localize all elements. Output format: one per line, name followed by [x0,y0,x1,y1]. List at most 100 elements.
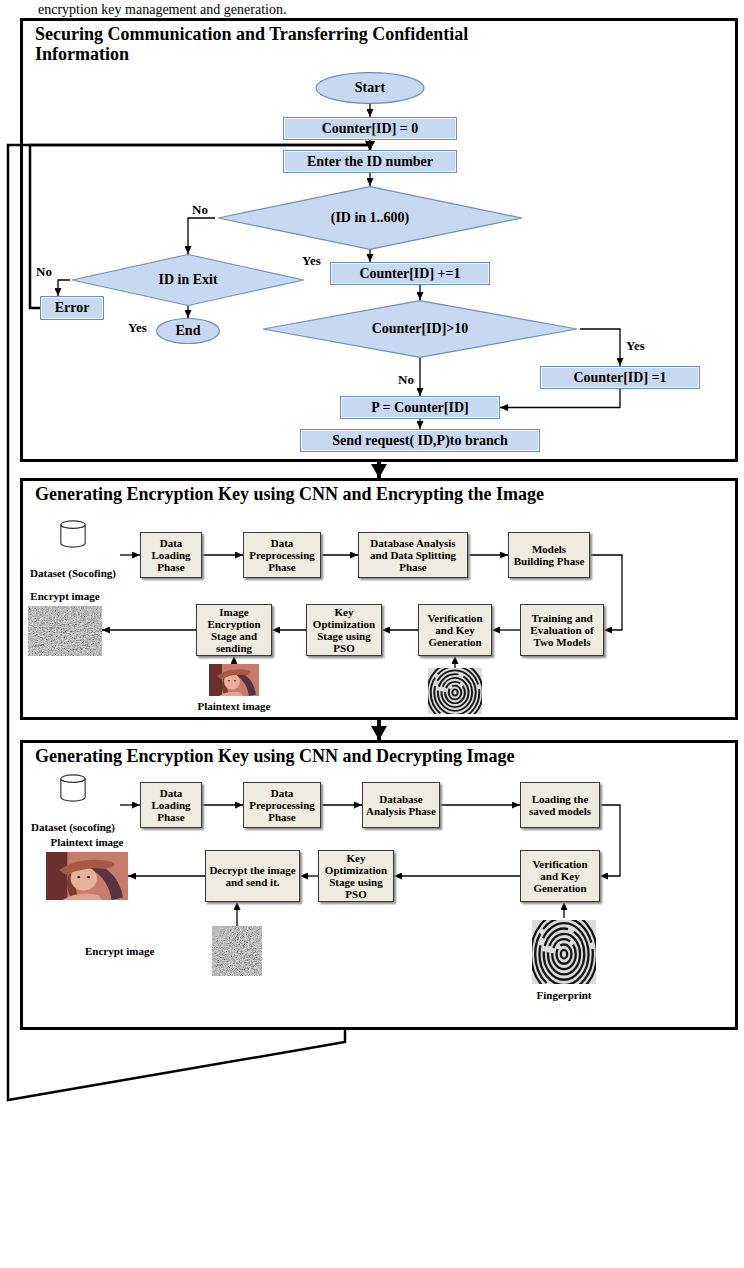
caption-fragment: encryption key management and generation… [38,0,286,18]
process-box: Data Preprocessing Phase [243,782,321,828]
flow-arrow [492,629,520,630]
image-caption: Plaintext image [50,836,123,849]
flow-arrow [128,875,205,876]
box-label: Data Loading Phase [144,537,198,573]
box-label: Loading the saved models [524,793,596,817]
flow-arrow [369,104,370,117]
flow-arrow [419,358,420,396]
decision-diamond: (ID in 1..600) [215,186,525,250]
box-label: Database Analysis and Data Splitting Pha… [362,537,464,573]
box-label: Send request( ID,P)to branch [332,433,508,449]
box-label: Verification and Key Generation [524,858,596,894]
process-box: Enter the ID number [283,150,457,173]
edge-label: No [192,200,208,218]
box-label: Verification and Key Generation [422,612,488,648]
edge-label: Yes [302,251,321,269]
flow-arrow [394,875,520,876]
box-label: Error [55,300,90,316]
flow-arrow [102,629,196,630]
process-box: Data Preprocessing Phase [243,532,321,578]
box-label: Data Preprocessing Phase [247,537,317,573]
edge-label-text: No [192,202,208,217]
encrypted-image [28,606,102,656]
edge-label: Yes [626,336,645,354]
terminal-ellipse: End [156,318,220,344]
flow-arrow [563,902,564,918]
box-label: Training and Evaluation of Two Models [524,612,600,648]
box-label: Counter[ID] =1 [573,370,666,386]
box-label: Key Optimization Stage using PSO [310,606,378,654]
edge-label: No [36,262,52,280]
panel-title: Generating Encryption Key using CNN and … [35,484,555,504]
decision-label: (ID in 1..600) [331,210,410,226]
image-caption: Fingerprint [537,989,592,1002]
process-box: Key Optimization Stage using PSO [306,604,382,656]
image-caption: Plaintext image [197,700,270,713]
flow-arrow [382,629,418,630]
ellipse-shape [157,319,220,344]
box-label: Models Building Phase [512,543,586,567]
decision-diamond: ID in Exit [70,254,306,306]
caption-fragment-text: encryption key management and generation… [38,2,286,17]
flow-arrow [468,554,508,555]
section-panel: Generating Encryption Key using CNN and … [20,740,738,1030]
flow-arrow [500,389,620,408]
process-box: Models Building Phase [508,532,590,578]
fingerprint-image [531,913,597,996]
process-box: Counter[ID] = 0 [283,117,457,140]
ellipse-shape [316,73,424,104]
box-label: Image Encryption Stage and sending [200,606,268,654]
flow-arrow [202,804,243,805]
process-box: Error [40,296,104,320]
section-panel: Securing Communication and Transferring … [20,18,738,462]
flow-arrow [600,805,620,876]
box-label: Data Preprocessing Phase [247,787,317,823]
flow-arrow [202,554,243,555]
box-label: Decrypt the image and send it. [209,864,296,888]
box-label: Database Analysis Phase [366,793,436,817]
flow-arrow [188,218,215,254]
database-node: Dataset (Socofing) [26,518,120,580]
image-node: Plaintext image [194,664,274,713]
flow-arrow [321,554,358,555]
box-label: Counter[ID] = 0 [322,121,419,137]
process-box: Training and Evaluation of Two Models [520,604,604,656]
box-label: P = Counter[ID] [371,400,468,416]
flow-arrow [321,804,362,805]
process-box: Counter[ID] =1 [540,366,700,389]
box-label: Key Optimization Stage using PSO [322,852,390,900]
flow-arrow [580,329,620,366]
flow-arrow [369,250,370,262]
box-label: Enter the ID number [307,154,433,170]
process-box: Verification and Key Generation [418,604,492,656]
edge-label-text: Yes [128,320,147,335]
image-caption: Encrypt image [85,945,154,958]
edge-label: No [398,370,414,388]
panel-title: Securing Communication and Transferring … [35,24,555,64]
edge-label-text: No [36,264,52,279]
database-node: Dataset (socofing) [26,772,120,834]
plaintext-photo [209,664,259,696]
process-box: Verification and Key Generation [520,850,600,902]
process-box: Data Loading Phase [140,532,202,578]
plaintext-photo [46,852,128,900]
flow-arrow [58,280,70,296]
flow-arrow [377,462,381,478]
panel-title: Generating Encryption Key using CNN and … [35,746,555,766]
box-label: Data Loading Phase [144,787,198,823]
image-node: Encrypt image [28,590,102,656]
terminal-ellipse: Start [315,72,425,104]
process-box: Database Analysis and Data Splitting Pha… [358,532,468,578]
image-node: Encrypt image [85,926,262,976]
database-caption: Dataset (socofing) [31,821,115,834]
flow-arrow [233,656,234,664]
section-panel: Generating Encryption Key using CNN and … [20,478,738,720]
flow-arrow [440,804,520,805]
edge-label: Yes [128,318,147,336]
flow-arrow [300,875,318,876]
flow-arrow [236,902,237,926]
diamond-shape [72,255,303,306]
process-box: Key Optimization Stage using PSO [318,850,394,902]
process-box: Decrypt the image and send it. [205,850,300,902]
process-box: Data Loading Phase [140,782,202,828]
